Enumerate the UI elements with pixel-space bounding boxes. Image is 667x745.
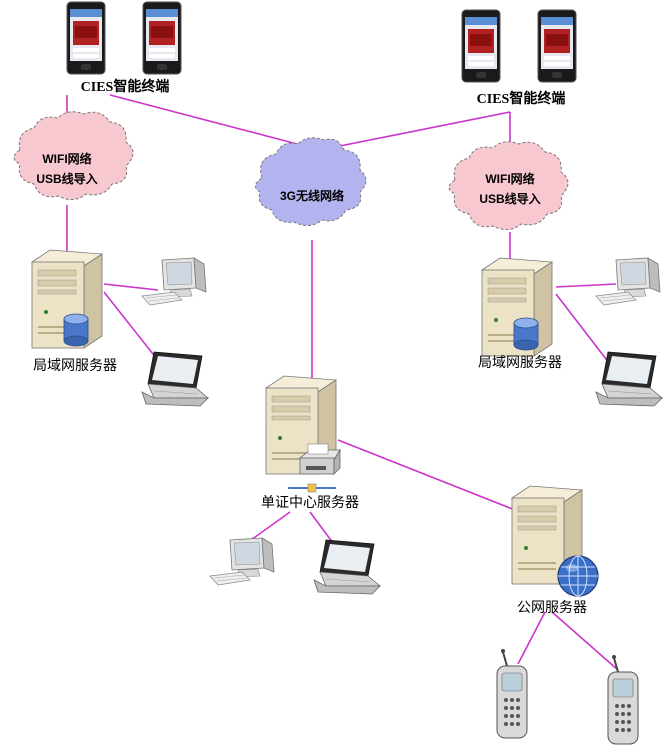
right-lan-server-label: 局域网服务器 [478, 355, 562, 371]
mobile-phone-icon [496, 648, 528, 739]
right-terminal-label: CIES智能终端 [477, 90, 566, 107]
wifi-cloud-right: WIFI网络 USB线导入 [448, 141, 569, 230]
link-right-server-laptop [555, 293, 617, 373]
link-left-server-desktop [103, 283, 159, 291]
desktop-pc-icon [595, 257, 661, 306]
smartphone-icon [461, 9, 501, 83]
wifi-right-line2: USB线导入 [479, 191, 540, 206]
smartphone-icon [66, 1, 106, 75]
wifi-right-line1: WIFI网络 [485, 171, 534, 186]
smartphone-icon [142, 1, 182, 75]
public-server-label: 公网服务器 [517, 600, 587, 616]
wifi-left-line2: USB线导入 [36, 171, 97, 186]
desktop-pc-icon [209, 537, 275, 586]
globe-icon [557, 555, 599, 597]
3g-cloud-line1: 3G无线网络 [280, 188, 344, 203]
wifi-left-line1: WIFI网络 [42, 151, 91, 166]
center-server-label: 单证中心服务器 [261, 495, 359, 511]
laptop-icon [313, 539, 381, 595]
left-terminal-label: CIES智能终端 [81, 78, 170, 95]
wifi-cloud-left: WIFI网络 USB线导入 [13, 111, 134, 200]
link-public-mobile-right [551, 611, 619, 671]
mobile-phone-icon [607, 654, 639, 745]
link-3g-right-terminal [319, 111, 511, 151]
3g-cloud: 3G无线网络 [255, 137, 367, 226]
link-center-public-server [337, 439, 521, 513]
left-lan-server-label: 局域网服务器 [33, 358, 117, 374]
database-icon [63, 313, 89, 347]
link-left-terminal-3g [109, 94, 321, 151]
link-right-server-desktop [555, 283, 617, 288]
link-public-mobile-left [517, 611, 546, 665]
desktop-pc-icon [141, 257, 207, 306]
smartphone-icon [537, 9, 577, 83]
laptop-icon [141, 351, 209, 407]
database-icon [513, 317, 539, 351]
